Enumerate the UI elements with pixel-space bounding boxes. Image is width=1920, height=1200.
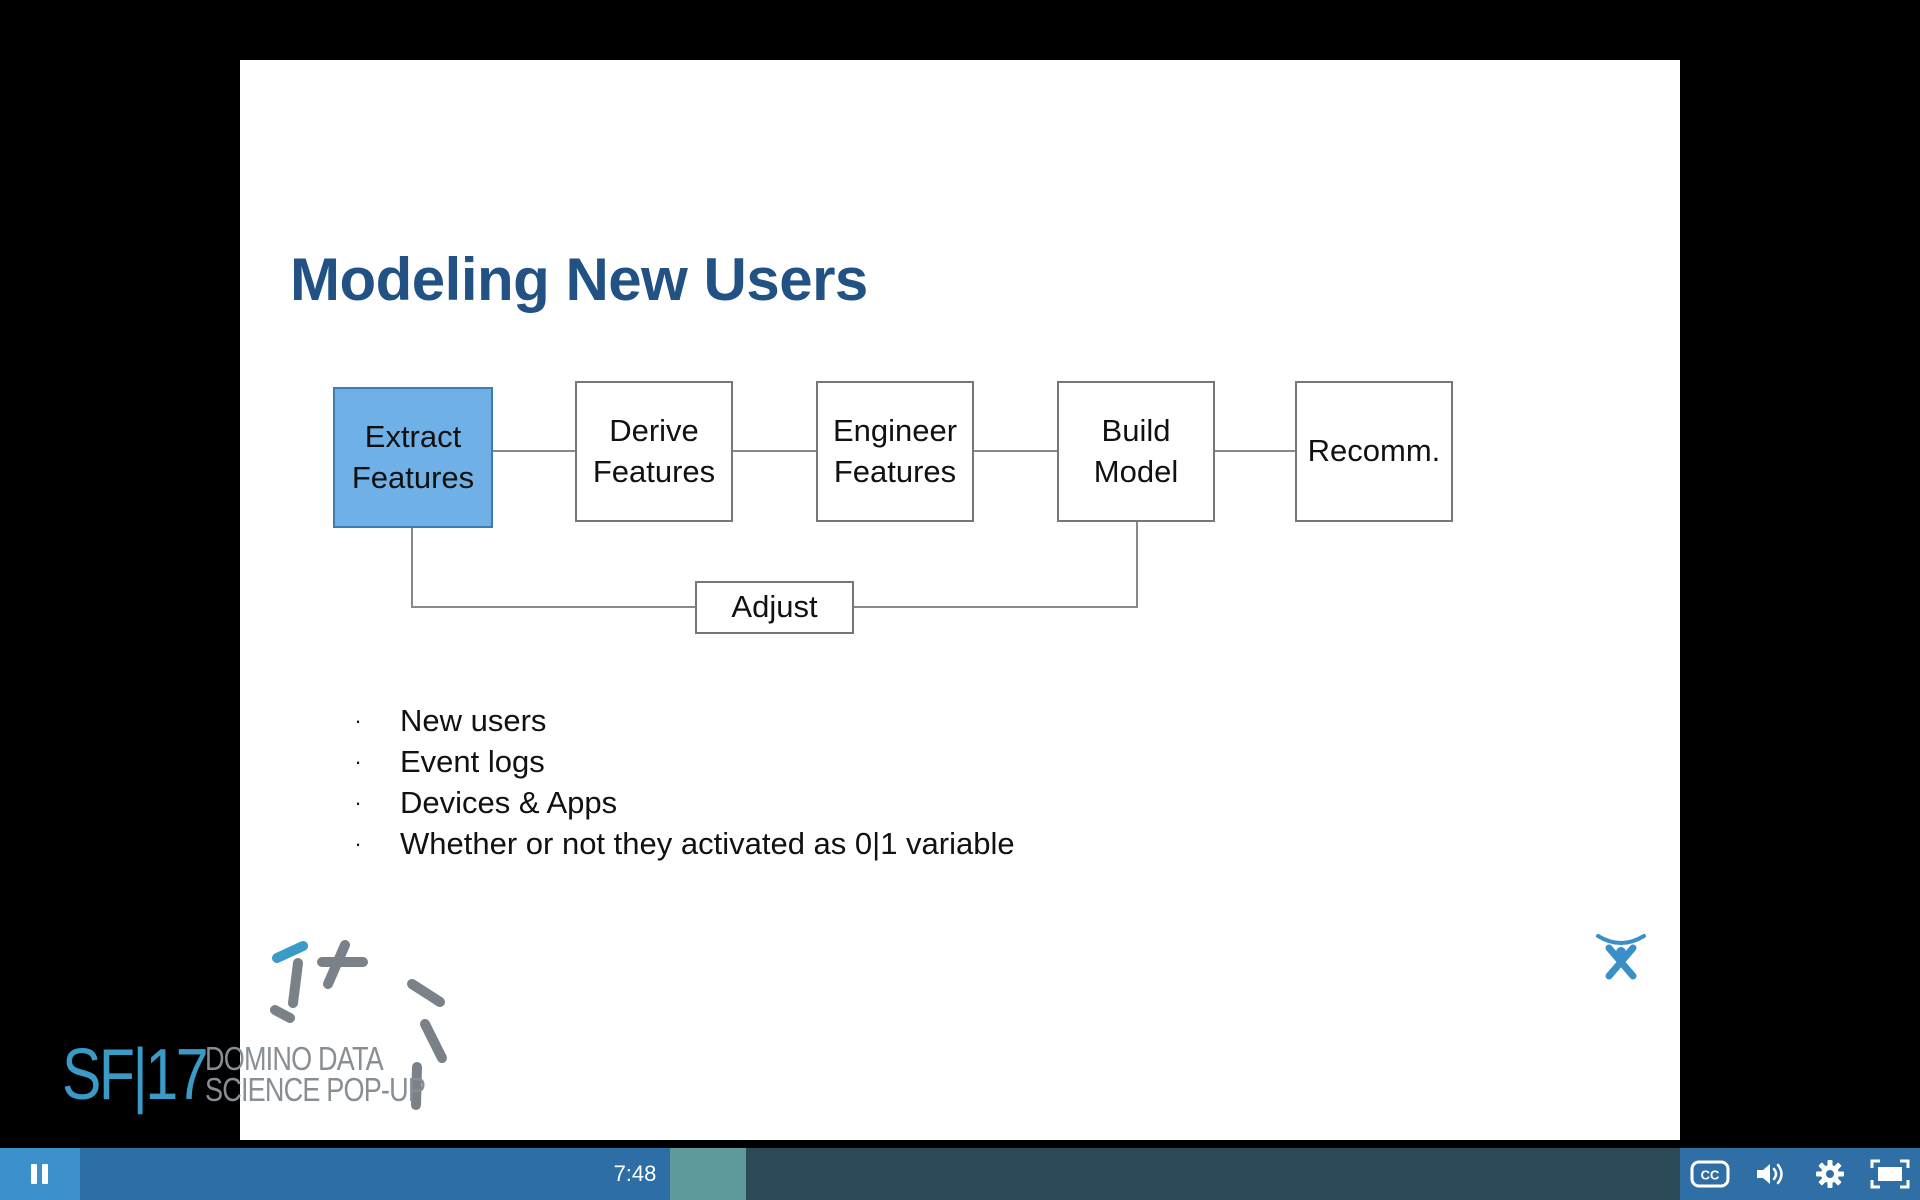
event-code: SF|17 [62, 1035, 209, 1115]
flow-node-label: Model [1093, 453, 1179, 489]
flow-node-label: Features [592, 453, 716, 489]
volume-icon [1757, 1163, 1783, 1185]
svg-text:CC: CC [1701, 1168, 1720, 1183]
bullet-text: Whether or not they activated as 0|1 var… [400, 826, 1015, 861]
flow-node-adjust: Adjust [695, 581, 854, 634]
progress-bar[interactable]: 7:48 [80, 1148, 1680, 1200]
bullet-text: Devices & Apps [400, 785, 618, 820]
slide-title: Modeling New Users [290, 246, 868, 313]
timecode: 7:48 [613, 1161, 657, 1186]
bullet-dot: · [354, 790, 362, 815]
connector-build-adjust [854, 522, 1138, 608]
bullet-dot: · [354, 749, 362, 774]
pause-button[interactable] [0, 1148, 80, 1200]
flow-node-label: Recomm. [1307, 433, 1441, 469]
atlassian-logo-icon [1596, 934, 1646, 980]
progress-buffered [670, 1148, 746, 1200]
video-player-controls: 7:48 CC [0, 1148, 1920, 1200]
bullet-dot: · [354, 708, 362, 733]
bullet-text: Event logs [400, 744, 545, 779]
flow-node-recommend: Recomm. [1295, 381, 1453, 522]
fullscreen-button[interactable] [1860, 1148, 1920, 1200]
settings-button[interactable] [1800, 1148, 1860, 1200]
player-control-group: CC [1680, 1148, 1920, 1200]
gear-icon [1816, 1160, 1844, 1188]
captions-button[interactable]: CC [1680, 1148, 1740, 1200]
progress-played [80, 1148, 671, 1200]
flow-node-label: Adjust [731, 589, 818, 625]
bullet-dot: · [354, 831, 362, 856]
flow-node-label: Extract [364, 418, 462, 454]
flow-node-label: Features [833, 453, 957, 489]
flow-node-label: Engineer [832, 412, 958, 448]
event-name-line-2: SCIENCE POP-UP [205, 1071, 426, 1108]
event-name-line-1: DOMINO DATA [205, 1040, 384, 1077]
closed-captions-icon: CC [1690, 1160, 1730, 1188]
fullscreen-icon [1870, 1159, 1910, 1189]
flow-node-label: Features [351, 459, 475, 495]
bullet-text: New users [400, 703, 547, 738]
flow-node-label: Derive [609, 412, 699, 448]
connector-extract-adjust [411, 528, 695, 608]
burst-logo-icon [270, 940, 447, 1110]
volume-button[interactable] [1740, 1148, 1800, 1200]
pause-icon [31, 1164, 48, 1184]
event-branding: SF|17 DOMINO DATA SCIENCE POP-UP [60, 940, 480, 1120]
flow-node-label: Build [1101, 412, 1171, 448]
flow-connectors [411, 450, 1295, 608]
